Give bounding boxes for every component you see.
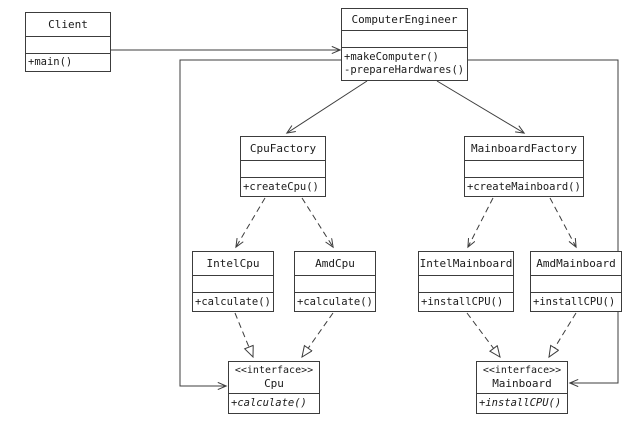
operation-row: -prepareHardwares() bbox=[344, 64, 465, 76]
class-title: IntelMainboard bbox=[419, 257, 513, 270]
interface-box-mainboard[interactable]: <<interface>> Mainboard +installCPU() bbox=[476, 361, 568, 414]
class-box-intel-cpu[interactable]: IntelCpu +calculate() bbox=[192, 251, 274, 312]
edge-amdmainboard-realizes-mainboard bbox=[549, 312, 577, 357]
class-box-amd-cpu[interactable]: AmdCpu +calculate() bbox=[294, 251, 376, 312]
edge-mainboardfactory-to-amdmainboard bbox=[549, 197, 576, 247]
edge-intelmainboard-realizes-mainboard bbox=[466, 312, 500, 357]
class-operations-compartment: +installCPU() bbox=[477, 394, 567, 413]
class-name-compartment: <<interface>> Cpu bbox=[229, 362, 319, 394]
edge-amdcpu-realizes-cpu bbox=[302, 312, 334, 357]
edge-mainboardfactory-to-intelmainboard bbox=[468, 197, 494, 247]
edge-engineer-to-cpu bbox=[179, 59, 341, 386]
class-attributes-compartment bbox=[295, 276, 375, 293]
edge-cpufactory-to-intelcpu bbox=[236, 197, 266, 247]
class-operations-compartment: +installCPU() bbox=[419, 293, 513, 311]
class-operations-compartment: +installCPU() bbox=[531, 293, 621, 311]
stereotype-label: <<interface>> bbox=[234, 365, 314, 376]
class-operations-compartment: +calculate() bbox=[229, 394, 319, 413]
class-name-compartment: <<interface>> Mainboard bbox=[477, 362, 567, 394]
edge-cpufactory-to-amdcpu bbox=[301, 197, 333, 247]
class-attributes-compartment bbox=[26, 37, 110, 54]
class-title: Cpu bbox=[264, 377, 284, 390]
edge-engineer-to-cpufactory bbox=[287, 80, 368, 133]
class-name-compartment: AmdMainboard bbox=[531, 252, 621, 276]
class-attributes-compartment bbox=[465, 161, 583, 178]
operation-row: +calculate() bbox=[195, 295, 271, 308]
class-box-client[interactable]: Client +main() bbox=[25, 12, 111, 72]
class-title: ComputerEngineer bbox=[351, 13, 458, 26]
class-attributes-compartment bbox=[531, 276, 621, 293]
class-name-compartment: CpuFactory bbox=[241, 137, 325, 161]
operation-row: +calculate() bbox=[231, 397, 307, 409]
class-box-amd-mainboard[interactable]: AmdMainboard +installCPU() bbox=[530, 251, 622, 312]
stereotype-label: <<interface>> bbox=[482, 365, 562, 376]
class-title: Mainboard bbox=[492, 377, 552, 390]
class-box-intel-mainboard[interactable]: IntelMainboard +installCPU() bbox=[418, 251, 514, 312]
class-name-compartment: ComputerEngineer bbox=[342, 9, 467, 31]
class-title: AmdMainboard bbox=[536, 257, 616, 270]
class-box-mainboard-factory[interactable]: MainboardFactory +createMainboard() bbox=[464, 136, 584, 197]
operation-row: +calculate() bbox=[297, 295, 373, 308]
class-box-cpu-factory[interactable]: CpuFactory +createCpu() bbox=[240, 136, 326, 197]
class-name-compartment: Client bbox=[26, 13, 110, 37]
class-name-compartment: IntelMainboard bbox=[419, 252, 513, 276]
class-attributes-compartment bbox=[419, 276, 513, 293]
class-operations-compartment: +calculate() bbox=[295, 293, 375, 311]
class-title: CpuFactory bbox=[249, 142, 317, 155]
class-box-computer-engineer[interactable]: ComputerEngineer +makeComputer() -prepar… bbox=[341, 8, 468, 81]
class-operations-compartment: +createCpu() bbox=[241, 178, 325, 196]
class-name-compartment: AmdCpu bbox=[295, 252, 375, 276]
class-operations-compartment: +createMainboard() bbox=[465, 178, 583, 196]
class-attributes-compartment bbox=[241, 161, 325, 178]
operation-row: +createMainboard() bbox=[467, 180, 581, 193]
class-title: Client bbox=[48, 18, 88, 31]
operation-row: +createCpu() bbox=[243, 180, 319, 193]
operation-row: +makeComputer() bbox=[344, 51, 439, 63]
edge-intelcpu-realizes-cpu bbox=[234, 312, 253, 357]
class-name-compartment: IntelCpu bbox=[193, 252, 273, 276]
class-attributes-compartment bbox=[193, 276, 273, 293]
class-title: AmdCpu bbox=[315, 257, 355, 270]
operation-row: +installCPU() bbox=[421, 295, 504, 308]
class-operations-compartment: +calculate() bbox=[193, 293, 273, 311]
operation-row: +main() bbox=[28, 56, 73, 68]
edge-engineer-to-mainboardfactory bbox=[436, 80, 524, 133]
class-operations-compartment: +makeComputer() -prepareHardwares() bbox=[342, 48, 467, 80]
class-name-compartment: MainboardFactory bbox=[465, 137, 583, 161]
operation-row: +installCPU() bbox=[533, 295, 616, 308]
operation-row: +installCPU() bbox=[479, 397, 562, 409]
edge-engineer-to-mainboard bbox=[468, 59, 619, 383]
class-title: IntelCpu bbox=[206, 257, 260, 270]
class-title: MainboardFactory bbox=[471, 142, 577, 155]
interface-box-cpu[interactable]: <<interface>> Cpu +calculate() bbox=[228, 361, 320, 414]
class-attributes-compartment bbox=[342, 31, 467, 48]
class-operations-compartment: +main() bbox=[26, 54, 110, 71]
